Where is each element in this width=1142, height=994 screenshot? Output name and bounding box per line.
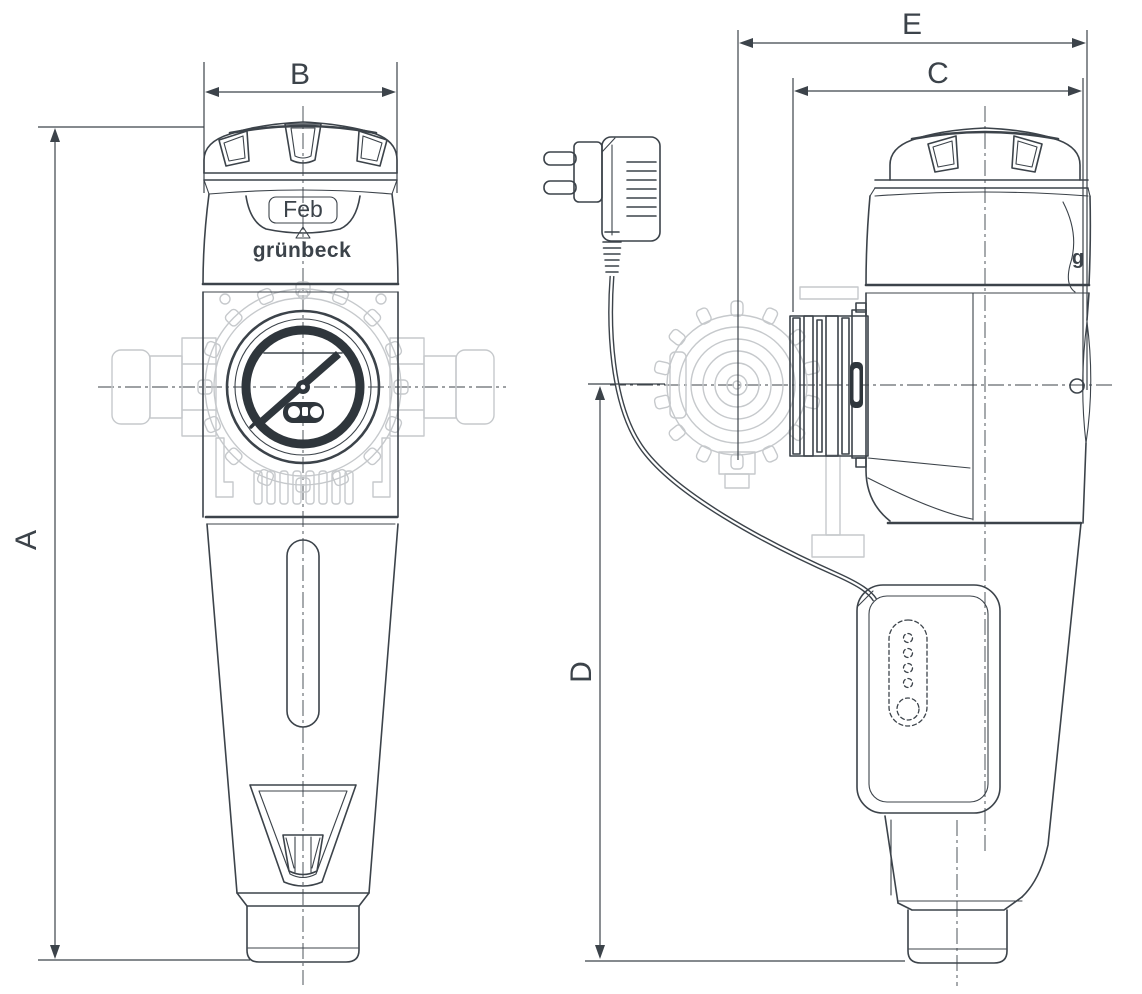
- front-phantom-parts: [111, 281, 495, 505]
- dimension-e: E: [737, 8, 1088, 460]
- inlet-connector: [111, 337, 217, 437]
- drain-cap-side: [907, 909, 1008, 964]
- led-indicators: [902, 632, 914, 689]
- dimension-annotations: A B E C: [10, 8, 1088, 962]
- outlet-connector: [389, 337, 495, 437]
- side-body: g: [856, 127, 1092, 964]
- filter-bowl-front: [206, 523, 399, 963]
- adapter-vents: [626, 161, 657, 217]
- housing-clips: [215, 288, 391, 505]
- display-index-triangle: [295, 226, 311, 239]
- flange-left-tab: [669, 351, 687, 419]
- filter-head-side: g: [864, 191, 1092, 294]
- brand-logo: grünbeck: [253, 239, 352, 262]
- flange-section-front: [202, 291, 399, 525]
- plug-face-plate: [573, 141, 603, 203]
- drain-cap-front: [246, 905, 360, 963]
- flushing-funnel: [249, 784, 357, 887]
- drive-coupling: [789, 302, 869, 468]
- display-window-frame: [245, 195, 361, 234]
- dimension-b: B: [203, 58, 398, 193]
- side-clip-detail: [1069, 378, 1085, 394]
- bracket-lower: [825, 454, 841, 536]
- cap-grip-center: [284, 123, 322, 164]
- cap-grip-left: [218, 130, 250, 167]
- cap-band: [203, 172, 398, 181]
- display-window: [268, 196, 338, 224]
- dim-c-label: C: [927, 57, 949, 90]
- upper-body-side: [865, 292, 1092, 525]
- dimension-d: D: [565, 383, 905, 962]
- display-month-text: Feb: [283, 196, 323, 222]
- rotary-flange: [653, 300, 821, 470]
- side-phantom-parts: [653, 286, 865, 558]
- control-button: [896, 697, 920, 721]
- front-view: Feb grünbeck: [111, 121, 495, 963]
- dim-d-label: D: [565, 661, 598, 683]
- cap-knob-side: [869, 127, 1091, 197]
- cap-grip-right: [356, 130, 388, 167]
- side-view: g: [543, 127, 1092, 964]
- dim-a-label: A: [10, 530, 43, 550]
- pressure-gauge: [241, 325, 365, 449]
- filter-head-front: Feb grünbeck: [201, 189, 400, 293]
- lower-bowl-side: [884, 522, 1082, 964]
- plug-pin-bottom: [543, 180, 577, 195]
- gauge-ring: [241, 325, 365, 449]
- dim-e-label: E: [902, 8, 922, 41]
- dimension-a: A: [10, 126, 250, 961]
- dimension-c: C: [792, 57, 1084, 390]
- led-panel: [888, 619, 928, 727]
- adapter-cable: [608, 275, 878, 602]
- sight-glass: [286, 539, 320, 728]
- control-module: [856, 584, 1001, 814]
- cap-knob: [203, 121, 398, 195]
- dim-b-ext: [203, 62, 398, 193]
- power-adapter: [543, 136, 878, 602]
- brand-logo-partial: g: [1072, 247, 1084, 269]
- cap-top-edge: [228, 124, 378, 135]
- centerlines: [98, 106, 1115, 986]
- adapter-body: [601, 136, 661, 242]
- strain-relief: [602, 231, 622, 273]
- dim-b-label: B: [290, 58, 310, 91]
- gauge-bezel: [225, 309, 381, 465]
- bracket-upper: [799, 286, 859, 300]
- plug-pin-top: [543, 151, 577, 166]
